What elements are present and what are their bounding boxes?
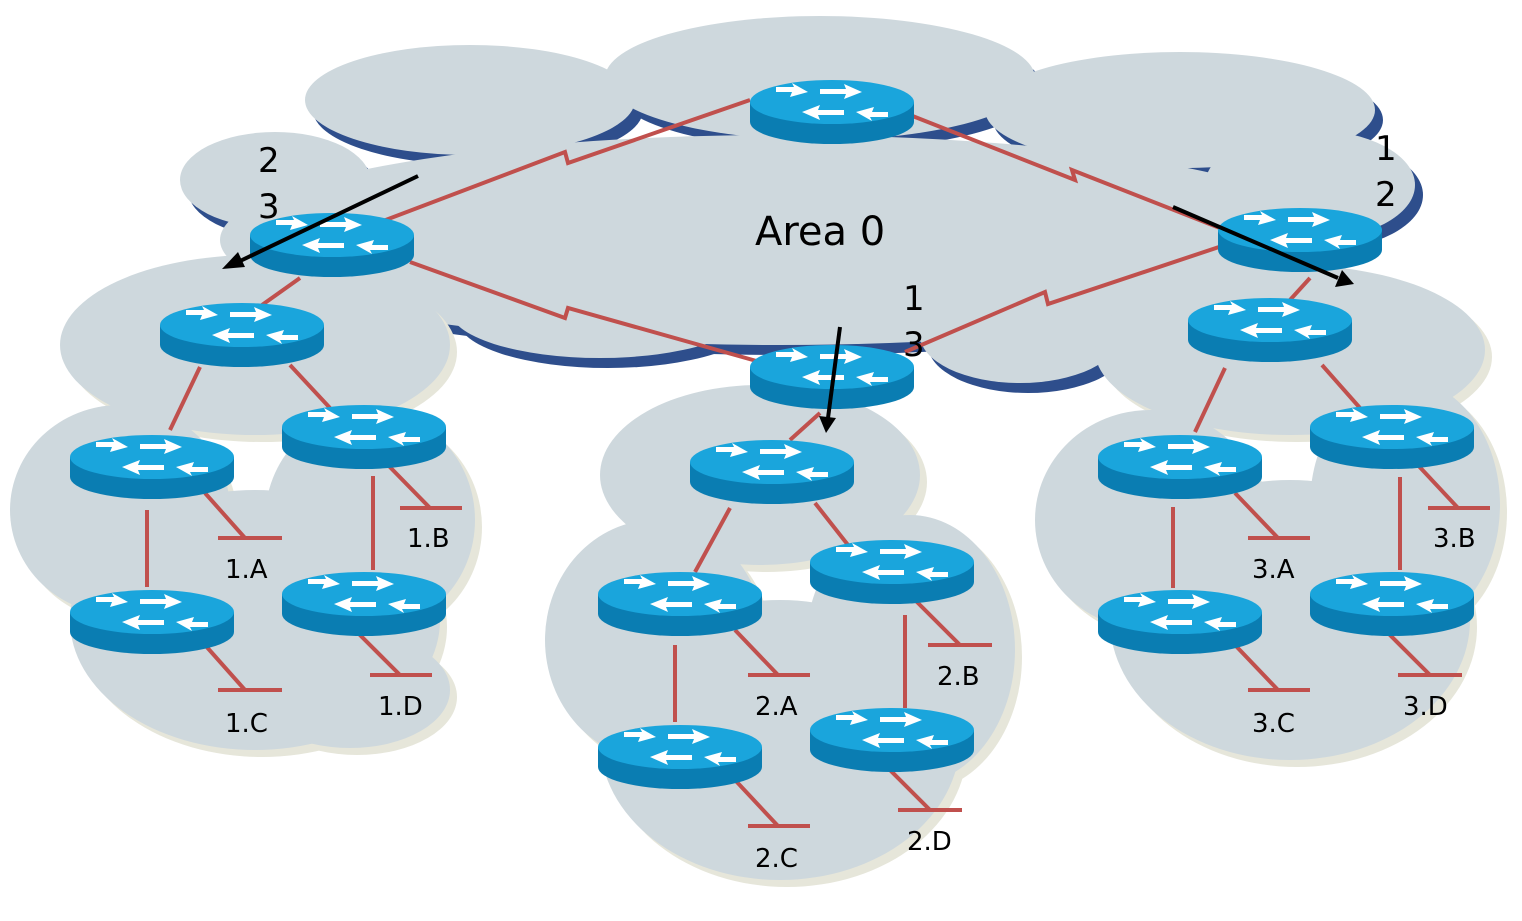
router-icon <box>598 725 762 789</box>
router-icon <box>70 590 234 654</box>
link-top-left <box>374 98 751 226</box>
network-label: 3.B <box>1433 524 1476 554</box>
link-center-right <box>904 244 1223 354</box>
summary-range-labels: 2 3 1 3 1 2 <box>258 129 1397 365</box>
abr-3-range-line-1: 1 <box>1375 129 1397 169</box>
network-label: 2.C <box>755 844 798 874</box>
network-segments <box>203 460 1490 828</box>
router-icon <box>810 708 974 772</box>
router-icon <box>598 572 762 636</box>
network-label: 3.A <box>1252 555 1295 585</box>
backbone-links <box>374 98 1231 364</box>
network-label: 2.A <box>755 692 798 722</box>
abr-3-range-line-2: 2 <box>1375 175 1397 215</box>
router-icon <box>160 303 324 367</box>
network-segment-icon <box>203 491 282 540</box>
router-icon <box>70 435 234 499</box>
router-icon <box>690 440 854 504</box>
network-segment-icon <box>913 598 992 647</box>
network-label: 1.C <box>225 709 268 739</box>
router-icon <box>1310 405 1474 469</box>
network-segment-icon <box>733 778 810 828</box>
network-label: 2.B <box>937 662 980 692</box>
router-icon <box>282 405 446 469</box>
router-icon <box>282 572 446 636</box>
network-segment-icon <box>383 460 462 510</box>
link-top-right <box>909 113 1231 234</box>
link-left-center <box>409 260 761 364</box>
network-label: 2.D <box>907 827 952 857</box>
network-segment-icon <box>1233 643 1310 692</box>
arrow-icon <box>222 174 419 269</box>
network-segment-icon <box>353 628 432 677</box>
abr-1-range-line-2: 3 <box>258 187 280 227</box>
router-icon <box>810 540 974 604</box>
router-icon <box>750 80 914 144</box>
abr-1-range-line-1: 2 <box>258 141 280 181</box>
router-icon <box>1098 435 1262 499</box>
area-links <box>145 276 1402 722</box>
network-label: 3.C <box>1252 709 1295 739</box>
network-segment-icon <box>1383 628 1462 677</box>
network-label: 1.B <box>407 524 450 554</box>
network-labels: 1.A 1.B 1.C 1.D 2.A 2.B 2.C 2.D 3.A 3.B … <box>225 524 1476 874</box>
network-label: 3.D <box>1403 692 1448 722</box>
arrow-icon <box>1172 205 1354 287</box>
router-icon <box>1310 572 1474 636</box>
network-segment-icon <box>1233 491 1310 540</box>
router-icon <box>1188 298 1352 362</box>
summary-arrows <box>222 174 1354 433</box>
network-label: 1.A <box>225 555 268 585</box>
network-segment-icon <box>203 643 282 692</box>
arrow-icon <box>819 326 842 433</box>
network-segment-icon <box>733 628 810 677</box>
router-icon <box>1098 590 1262 654</box>
abr-2-range-line-1: 1 <box>903 279 925 319</box>
network-segment-icon <box>883 763 962 812</box>
network-segment-icon <box>1413 460 1490 510</box>
backbone-area-label: Area 0 <box>755 209 885 255</box>
abr-2-range-line-2: 3 <box>903 325 925 365</box>
network-label: 1.D <box>378 692 423 722</box>
